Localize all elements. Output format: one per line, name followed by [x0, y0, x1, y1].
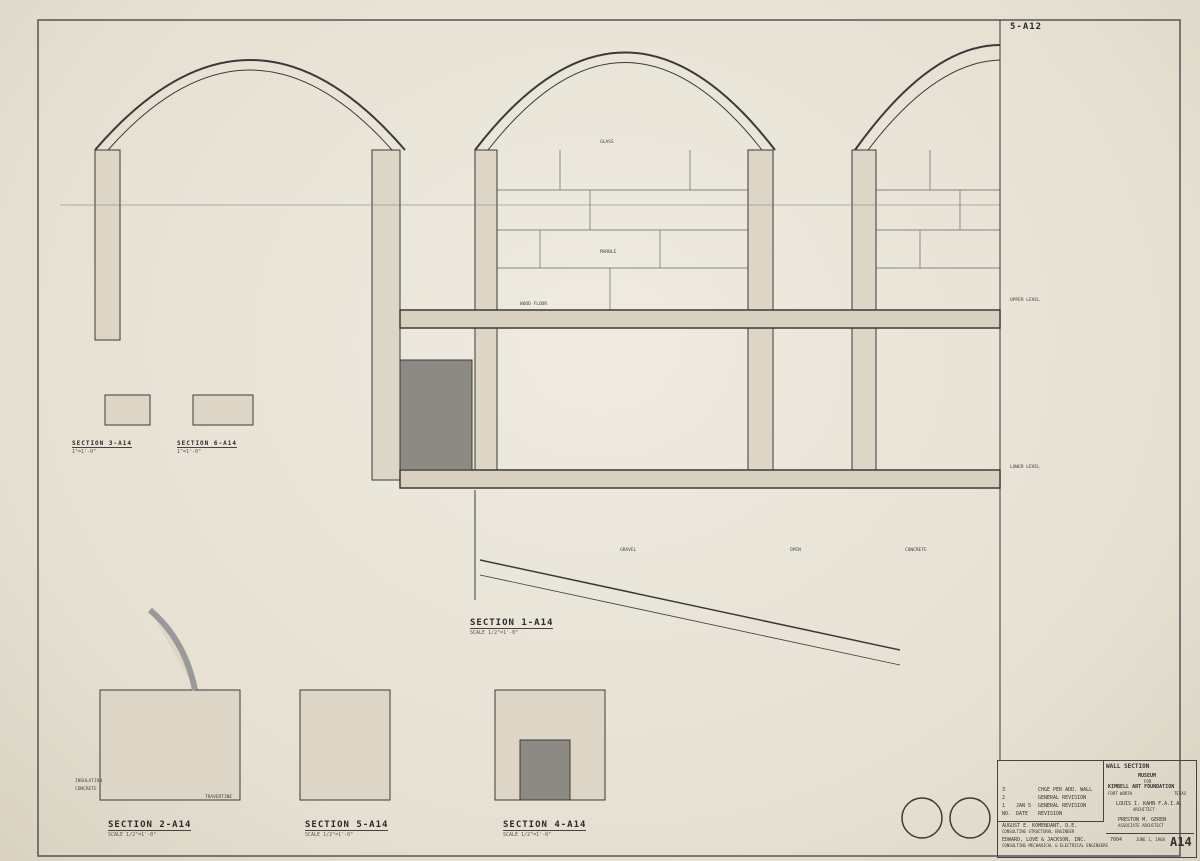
upper-floor-slab: [399, 309, 1001, 329]
seal-right: [949, 797, 991, 839]
note-upper-level: UPPER LEVEL: [1010, 298, 1040, 303]
ref-tag: 5-A12: [1010, 22, 1043, 32]
drawing-title: WALL SECTION: [1106, 763, 1150, 770]
lower-floor-slab: [399, 469, 1001, 489]
small-details: [99, 394, 606, 801]
title-block: 3 CHGE PER ADD. WALL 2 GENERAL REVISION …: [997, 760, 1197, 858]
note-wood-floor: WOOD FLOOR: [520, 302, 548, 307]
vault-arches: [94, 44, 1001, 151]
grille: [399, 359, 473, 471]
note-concrete-2: CONCRETE: [905, 548, 927, 553]
sheet-border: [37, 19, 1181, 857]
note-gravel: GRAVEL: [620, 548, 637, 553]
travertine-joints: [497, 150, 1000, 310]
note-glass: GLASS: [600, 140, 614, 145]
note-open: OPEN: [790, 548, 801, 553]
note-travertine: TRAVERTINE: [205, 795, 233, 800]
note-lower-level: LOWER LEVEL: [1010, 465, 1040, 470]
note-marble: MARBLE: [600, 250, 617, 255]
note-concrete: CONCRETE: [75, 787, 97, 792]
sheet-number: A14: [1170, 835, 1192, 849]
note-insulation: INSULATION: [75, 779, 103, 784]
ramp: [479, 559, 901, 651]
seal-left: [901, 797, 943, 839]
